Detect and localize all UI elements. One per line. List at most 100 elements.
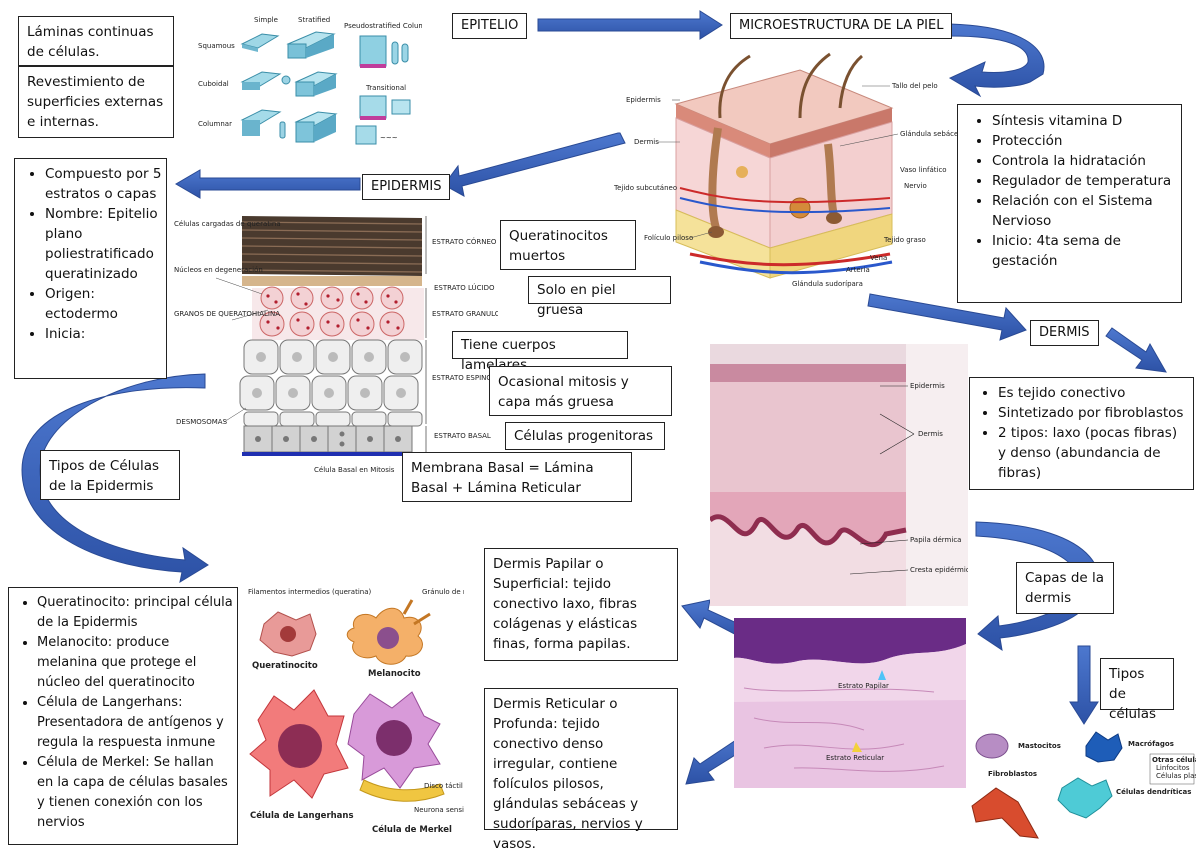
dcells-label-linfocitos: Linfocitos [1156,764,1190,772]
arrow-tipos-celulas-down [1069,645,1099,725]
piel-gruesa-box: Solo en piel gruesa [528,276,671,318]
skin-label-dermis: Dermis [634,138,659,146]
epi-col-stratified: Stratified [298,16,330,24]
epi-row-squamous: Squamous [198,42,235,50]
epi-col-pseudo: Pseudostratified Columnar [344,22,422,30]
mitosis-text: Ocasional mitosis y capa más gruesa [498,374,629,410]
strata-label-granos: GRANOS DE QUERATOHIALINA [174,310,280,318]
arrow-skin-to-epidermis [443,132,626,197]
epidermis-info-item: Nombre: Epitelio plano poliestratificado… [45,204,162,284]
cell-type-term: Melanocito [37,635,108,650]
cells-label-disco: Disco táctil (de Merkel) [424,782,464,790]
strata-label-granuloso: ESTRATO GRANULOSO [432,310,498,318]
epidermis-label: EPIDERMIS [362,174,451,200]
arrow-epidermis-to-list [175,169,361,199]
dermis-reticular-text: Dermis Reticular o Profunda: tejido cone… [493,696,643,852]
epitelio-function-box: Revestimiento de superficies externas e … [18,66,174,138]
cell-type-desc: : principal célula de la Epidermis [37,595,233,630]
skin-label-tallo: Tallo del pelo [891,82,938,90]
histo-label-epidermis: Epidermis [910,382,945,390]
dcells-label-fibroblastos: Fibroblastos [988,770,1037,778]
skin-functions-box: Síntesis vitamina D Protección Controla … [957,104,1182,303]
epidermal-cells-figure: Filamentos intermedios (queratina) Gránu… [244,584,464,844]
stratum-corneum-drawing [241,216,423,276]
arrow-epidermis-to-cell-types [21,373,209,584]
cells-label-filamentos: Filamentos intermedios (queratina) [248,588,372,596]
membrana-basal-text: Membrana Basal = Lámina Basal + Lámina R… [411,460,594,496]
dermis-reticular-box: Dermis Reticular o Profunda: tejido cone… [484,688,678,852]
capas-dermis-text: Capas de la dermis [1025,570,1105,606]
arrow-curve-to-functions [948,23,1045,98]
dermis-info-item: Es tejido conectivo [998,383,1185,403]
cuerpos-lamelares-box: Tiene cuerpos lamelares [452,331,628,373]
cells-label-neurona: Neurona sensitiva [414,806,464,814]
cell-type-item: Melanocito: produce melanina que protege… [37,633,233,693]
dcells-label-dendriticas: Células dendríticas [1116,788,1191,796]
cell-type-item: Célula de Langerhans: Presentadora de an… [37,693,233,753]
dcells-label-plasmaticas: Células plasmáticas [1156,772,1196,780]
progenitoras-box: Células progenitoras [505,422,665,450]
svg-text:~~~: ~~~ [380,134,398,142]
cell-type-desc: : Presentadora de antígenos y regula la … [37,695,224,750]
skin-functions-list: Síntesis vitamina D Protección Controla … [966,111,1173,271]
histo2-label-papilar: Estrato Papilar [838,682,889,690]
cell-type-term: Célula de Langerhans [37,695,179,710]
skin-label-sebacea: Glándula sebácea [900,130,960,138]
epidermis-info-item: Compuesto por 5 estratos o capas [45,164,162,204]
dcells-label-otras: Otras células: [1152,756,1196,764]
strata-label-espinoso: ESTRATO ESPINOSO [432,374,498,382]
strata-label-corneo: ESTRATO CÓRNEO [432,237,497,246]
skin-label-linfatico: Vaso linfático [900,166,947,174]
skin-function-item: Regulador de temperatura [992,171,1173,191]
epidermis-info-list: Compuesto por 5 estratos o capas Nombre:… [19,164,162,344]
capas-dermis-box: Capas de la dermis [1016,562,1114,614]
stratum-basale-drawing [243,425,413,453]
strata-label-mitosis: Célula Basal en Mitosis [314,466,395,474]
dermis-info-box: Es tejido conectivo Sintetizado por fibr… [969,377,1194,490]
dermis-info-item: 2 tipos: laxo (pocas fibras) y denso (ab… [998,423,1185,483]
epitelio-definition-box: Láminas continuas de células. [18,16,174,66]
skin-label-subcutaneo: Tejido subcutáneo [613,184,677,192]
strata-label-cargadas: Células cargadas de queratina [174,220,281,228]
cells-label-merkel: Célula de Merkel [372,824,452,835]
dermis-papilar-text: Dermis Papilar o Superficial: tejido con… [493,556,638,652]
piel-gruesa-text: Solo en piel gruesa [537,282,616,318]
cell-type-term: Queratinocito [37,595,126,610]
dcells-label-mastocitos: Mastocitos [1018,742,1061,750]
epitelio-definition-text: Láminas continuas de células. [27,24,154,60]
epitelio-label: EPITELIO [452,13,528,39]
dermis-info-item: Sintetizado por fibroblastos [998,403,1185,423]
dermis-label: DERMIS [1030,320,1099,346]
skin-label-nervio: Nervio [904,182,927,190]
dermis-papilar-box: Dermis Papilar o Superficial: tejido con… [484,548,678,661]
arrow-epitelio-to-microestructura [537,10,723,40]
histo2-label-reticular: Estrato Reticular [826,754,884,762]
epi-row-columnar: Columnar [198,120,232,128]
skin-function-item: Relación con el Sistema Nervioso [992,191,1173,231]
tipos-celulas-box: Tipos de células [1100,658,1174,722]
epi-row-cuboidal: Cuboidal [198,80,229,88]
mitosis-box: Ocasional mitosis y capa más gruesa [489,366,672,416]
epidermis-info-item: Inicia: [45,324,162,344]
cell-type-item: Célula de Merkel: Se hallan en la capa d… [37,753,233,833]
epidermis-info-box: Compuesto por 5 estratos o capas Nombre:… [14,158,167,379]
skin-label-vena: Vena [870,254,887,262]
epi-transitional: Transitional [365,84,406,92]
skin-label-graso: Tejido graso [883,236,926,244]
histo-label-dermis: Dermis [918,430,943,438]
queratinocitos-muertos-box: Queratinocitos muertos [500,220,636,270]
skin-function-item: Síntesis vitamina D [992,111,1173,131]
microestructura-label: MICROESTRUCTURA DE LA PIEL [730,13,953,39]
skin-label-arteria: Arteria [846,266,870,274]
skin-function-item: Controla la hidratación [992,151,1173,171]
membrana-basal-box: Membrana Basal = Lámina Basal + Lámina R… [402,452,632,502]
queratinocitos-muertos-text: Queratinocitos muertos [509,228,608,264]
cell-type-desc: : produce melanina que protege el núcleo… [37,635,197,690]
cells-label-granulo: Gránulo de melanina [422,588,464,596]
dermis-layers-histology-figure: Estrato Papilar Estrato Reticular [734,618,966,788]
epidermis-strata-figure: Células cargadas de queratina Núcleos en… [172,212,498,484]
dermis-cell-types-figure: Mastocitos Macrófagos Otras células: Lin… [966,726,1196,844]
cell-type-item: Queratinocito: principal célula de la Ep… [37,593,233,633]
cell-types-list: Queratinocito: principal célula de la Ep… [11,593,233,833]
stratum-granulosum-drawing [252,286,424,340]
